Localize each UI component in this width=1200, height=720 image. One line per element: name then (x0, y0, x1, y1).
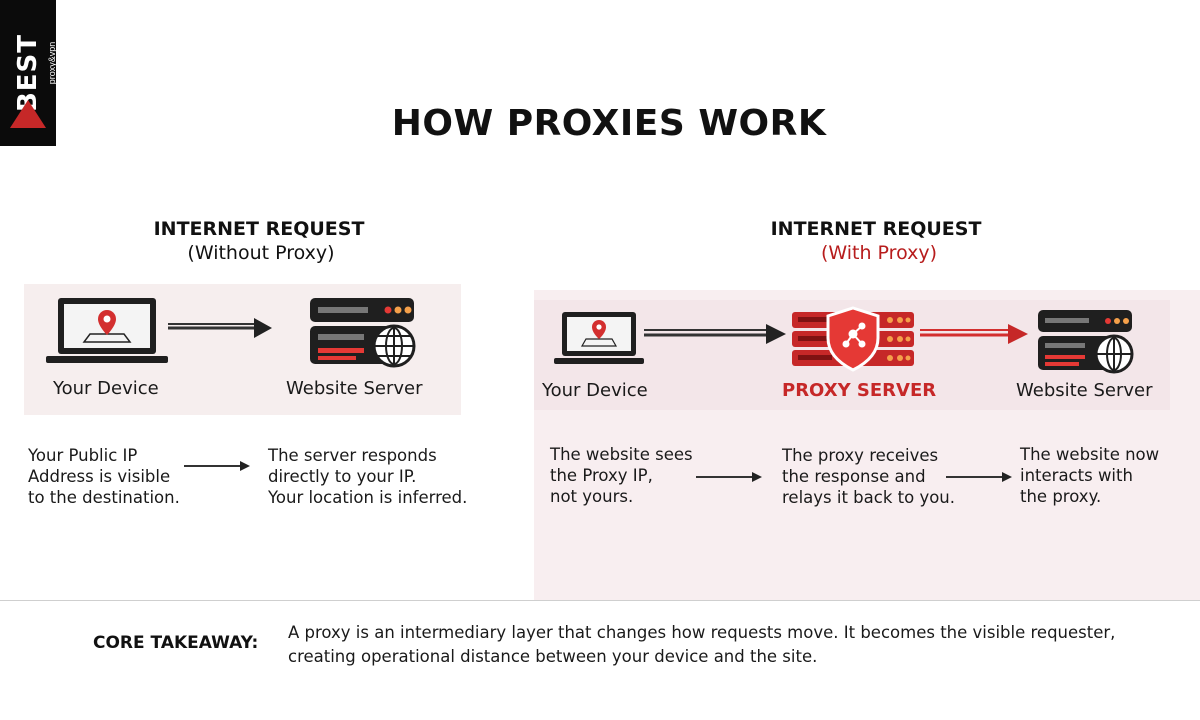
with-proxy-subheading: (With Proxy) (820, 242, 938, 264)
brand-mark-icon (10, 100, 46, 128)
with-proxy-desc-3: The website now interacts with the proxy… (1020, 445, 1160, 506)
with-proxy-desc-2: The proxy receives the response and rela… (782, 446, 956, 507)
proxy-server-icon (792, 306, 914, 372)
laptop-icon (46, 298, 168, 363)
without-proxy-heading: INTERNET REQUEST (153, 218, 365, 240)
request-arrow-icon (644, 324, 786, 344)
with-proxy-heading: INTERNET REQUEST (770, 218, 982, 240)
with-proxy-desc-1: The website sees the Proxy IP, not yours… (550, 445, 693, 506)
without-proxy-device-label: Your Device (53, 378, 159, 399)
with-proxy-server-label: Website Server (1016, 380, 1153, 401)
brand-logo: BEST proxy&vpn (0, 0, 57, 146)
forward-arrow-icon (920, 324, 1028, 344)
brand-tagline: proxy&vpn (47, 41, 57, 85)
with-proxy-device-label: Your Device (542, 380, 648, 401)
without-proxy-desc-1: Your Public IP Address is visible to the… (28, 446, 180, 507)
takeaway-label: CORE TAKEAWAY: (93, 633, 259, 653)
flow-arrow-icon (696, 472, 762, 482)
proxy-server-label: PROXY SERVER (782, 380, 937, 401)
without-proxy-desc-2: The server responds directly to your IP.… (268, 446, 468, 507)
laptop-icon (554, 312, 644, 364)
without-proxy-subheading: (Without Proxy) (187, 242, 335, 264)
website-server-icon (310, 298, 416, 368)
website-server-icon (1038, 310, 1134, 374)
section-divider (0, 600, 1200, 601)
flow-arrow-icon (184, 461, 250, 471)
without-proxy-server-label: Website Server (286, 378, 423, 399)
takeaway-text: A proxy is an intermediary layer that ch… (288, 623, 1116, 666)
page-title: HOW PROXIES WORK (391, 103, 827, 144)
flow-arrow-icon (946, 472, 1012, 482)
request-arrow-icon (168, 318, 272, 338)
